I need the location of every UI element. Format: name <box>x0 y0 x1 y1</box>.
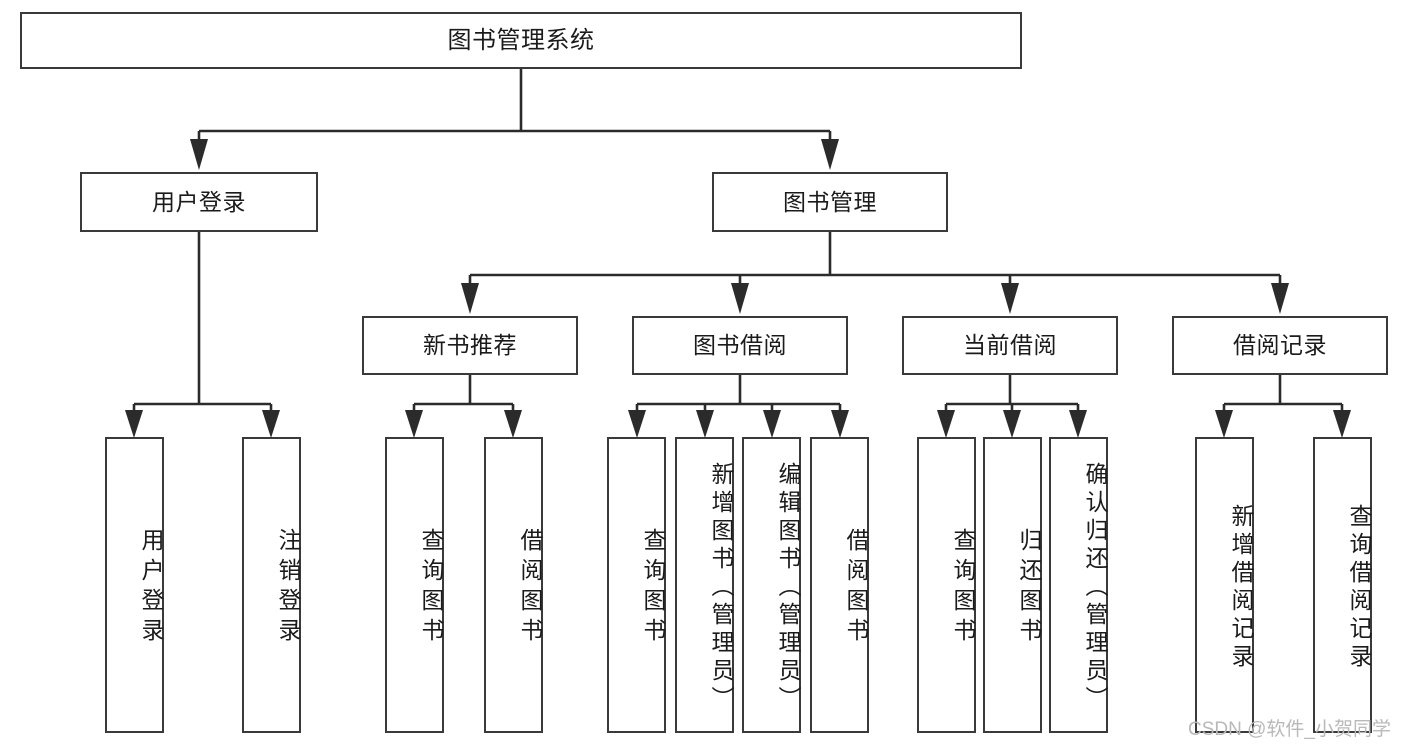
arrow-bookborrow-leaf-3 <box>763 410 781 438</box>
leaf-query-book-recommend[interactable]: 查询图书 <box>385 437 444 733</box>
arrow-currentborrow-leaf-3 <box>1069 410 1087 438</box>
arrow-borrowrecord-leaf-2 <box>1333 410 1351 438</box>
leaf-borrow-book[interactable]: 借阅图书 <box>810 437 869 733</box>
node-user-login[interactable]: 用户登录 <box>80 172 318 232</box>
node-new-book-recommend[interactable]: 新书推荐 <box>362 316 578 375</box>
arrow-newbook-leaf-2 <box>504 410 522 438</box>
node-book-borrow[interactable]: 图书借阅 <box>632 316 848 375</box>
arrow-bookmanage-to-current-borrow <box>1001 283 1019 314</box>
arrow-userlogin-leaf-1 <box>125 410 143 438</box>
arrow-currentborrow-leaf-2 <box>1003 410 1021 438</box>
arrow-root-to-user-login <box>190 139 208 170</box>
node-current-borrow[interactable]: 当前借阅 <box>902 316 1118 375</box>
node-root-book-management-system[interactable]: 图书管理系统 <box>20 12 1022 69</box>
leaf-confirm-return-admin[interactable]: 确认归还（管理员） <box>1049 437 1108 733</box>
arrow-bookmanage-to-book-borrow <box>731 283 749 314</box>
leaf-return-book[interactable]: 归还图书 <box>983 437 1042 733</box>
arrow-bookborrow-leaf-1 <box>628 410 646 438</box>
leaf-add-borrow-record[interactable]: 新增借阅记录 <box>1195 437 1254 733</box>
arrow-bookmanage-to-borrow-record <box>1271 283 1289 314</box>
arrow-userlogin-leaf-2 <box>262 410 280 438</box>
leaf-borrow-book-recommend[interactable]: 借阅图书 <box>484 437 543 733</box>
leaf-query-book-current[interactable]: 查询图书 <box>917 437 976 733</box>
leaf-query-book-borrow[interactable]: 查询图书 <box>607 437 666 733</box>
arrow-newbook-leaf-1 <box>405 410 423 438</box>
arrow-borrowrecord-leaf-1 <box>1215 410 1233 438</box>
arrow-currentborrow-leaf-1 <box>937 410 955 438</box>
leaf-add-book-admin[interactable]: 新增图书（管理员） <box>675 437 734 733</box>
arrow-bookborrow-leaf-4 <box>831 410 849 438</box>
leaf-user-login[interactable]: 用户登录 <box>105 437 164 733</box>
arrow-bookborrow-leaf-2 <box>696 410 714 438</box>
leaf-user-logout[interactable]: 注销登录 <box>242 437 301 733</box>
leaf-query-borrow-record[interactable]: 查询借阅记录 <box>1313 437 1372 733</box>
arrow-bookmanage-to-new-book-recommend <box>461 283 479 314</box>
node-book-management[interactable]: 图书管理 <box>712 172 948 232</box>
arrow-root-to-book-manage <box>821 139 839 170</box>
node-borrow-record[interactable]: 借阅记录 <box>1172 316 1388 375</box>
leaf-edit-book-admin[interactable]: 编辑图书（管理员） <box>742 437 801 733</box>
